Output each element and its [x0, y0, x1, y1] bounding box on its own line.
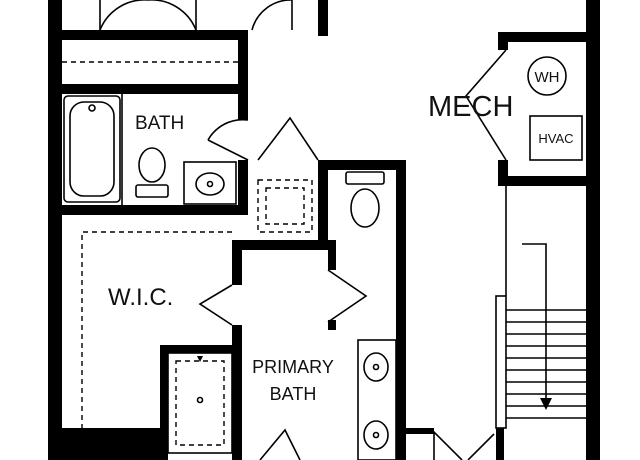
room-label-wic: W.I.C. [108, 284, 173, 311]
bath-room: BATH [63, 94, 249, 205]
wall-mech-bottom [498, 176, 588, 186]
wall-bottom-right-stub [404, 428, 434, 434]
wall-mech-left-bottom [498, 160, 508, 186]
room-label-bath: BATH [135, 113, 184, 134]
bathtub [63, 95, 121, 203]
lower-right-door-swing [433, 430, 463, 460]
bath-toilet-tank [135, 184, 169, 198]
walls [48, 0, 600, 460]
wall-right-exterior [586, 0, 600, 460]
stair-rail [495, 295, 507, 429]
wall-top-right-stub [318, 0, 328, 36]
bath-door-leaf [207, 139, 249, 161]
primary-sink-top-drain [372, 363, 380, 371]
shower-base [175, 360, 225, 446]
wic-door-swing [198, 284, 233, 326]
primary-sink-bottom-drain [372, 431, 380, 439]
wall-top-closet-bottom [48, 30, 248, 40]
wall-linen-right [318, 160, 328, 250]
linen-shelf-inner [265, 187, 305, 225]
hall-door-swing [251, 0, 292, 31]
stair-direction-arrow [522, 243, 547, 404]
closet-door-swing-left [99, 0, 148, 31]
room-label-mech: MECH [428, 91, 513, 123]
room-label-primary-bath-line1: PRIMARY [252, 357, 334, 377]
wall-bottom-right-jamb [496, 428, 504, 460]
wall-bath-right-lower [238, 160, 248, 210]
linen-shelf-outer [257, 179, 313, 233]
water-heater-icon [527, 56, 567, 96]
wall-bottom-block [62, 428, 166, 460]
wall-bath-right [238, 94, 248, 120]
wall-wc-top [328, 160, 404, 170]
wall-linen-bottom [240, 240, 328, 250]
stairs [495, 186, 586, 429]
linen-closet [257, 116, 319, 233]
wc-toilet-bowl [350, 188, 380, 228]
mech-door-swing [465, 49, 507, 161]
wall-shower-top [160, 345, 240, 353]
wc-toilet-tank [345, 171, 385, 185]
water-heater-label: WH [535, 69, 560, 86]
wc-room [327, 171, 385, 323]
primary-bath-room: PRIMARY BATH [167, 339, 495, 460]
wall-left-exterior [48, 0, 62, 460]
closet-top [62, 0, 293, 63]
linen-door-swing [257, 116, 319, 161]
wall-wc-right [396, 160, 406, 460]
lower-right-door-swing-2 [467, 433, 495, 460]
hvac-label: HVAC [538, 131, 573, 146]
wall-bath-bottom [48, 205, 248, 215]
primary-door-swing [259, 428, 301, 460]
bath-toilet-bowl [138, 147, 166, 183]
wic-room: W.I.C. [81, 231, 233, 428]
stair-arrow-head [540, 398, 552, 410]
wall-wc-bottom-lower [328, 320, 336, 330]
closet-door-swing-right [148, 0, 197, 31]
bathtub-inner [69, 101, 115, 197]
bath-sink-drain [206, 180, 214, 188]
shower-head-icon [197, 356, 203, 362]
shower-drain [196, 396, 204, 404]
tub-drain [88, 104, 96, 112]
wall-shower-left [160, 345, 168, 460]
wall-bath-top [48, 84, 248, 94]
bath-door-swing [207, 118, 249, 141]
wic-shelf-line [81, 231, 232, 428]
mech-room: WH HVAC MECH [428, 49, 583, 161]
wall-wic-right [232, 240, 242, 285]
room-label-primary-bath-line2: BATH [270, 384, 317, 404]
hvac-unit [529, 115, 583, 161]
wall-closet-right [238, 30, 248, 90]
wc-door-swing [327, 269, 368, 323]
wall-wc-bottom [328, 240, 336, 270]
wall-wic-right-lower [232, 325, 242, 460]
wall-mech-top [498, 32, 588, 42]
